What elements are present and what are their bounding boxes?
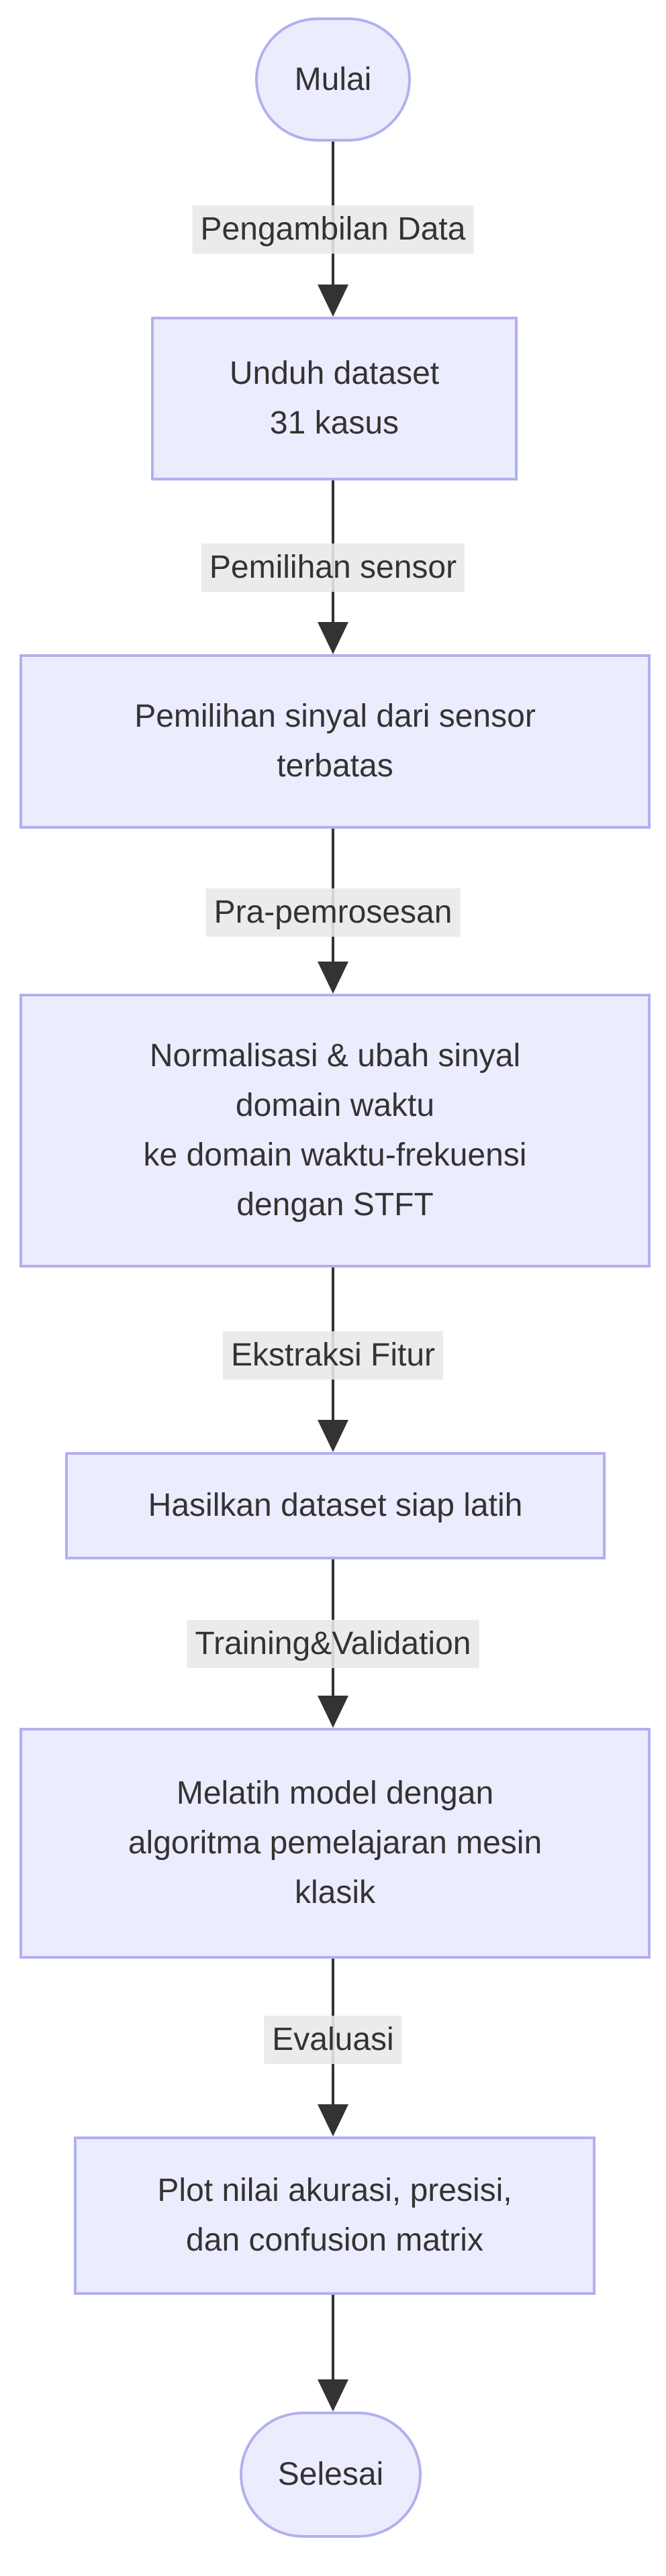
- arrowhead-icon: [318, 622, 348, 654]
- arrowhead-icon: [318, 285, 348, 317]
- edge-label-ekstraksi-fitur: Ekstraksi Fitur: [222, 1331, 444, 1380]
- edge-label-training-validation: Training&Validation: [187, 1620, 479, 1668]
- edge-label-evaluasi: Evaluasi: [264, 2016, 402, 2064]
- node-melatih-model: Melatih model dengan algoritma pemelajar…: [19, 1728, 651, 1959]
- edge-line-plot-end: [332, 2295, 334, 2381]
- node-normalisasi-stft: Normalisasi & ubah sinyal domain waktu k…: [19, 994, 651, 1268]
- edge-label-pemilihan-sensor: Pemilihan sensor: [201, 544, 465, 592]
- node-start-mulai: Mulai: [255, 17, 411, 142]
- edge-label-pengambilan-data: Pengambilan Data: [192, 205, 474, 254]
- node-plot-hasil: Plot nilai akurasi, presisi, dan confusi…: [74, 2136, 596, 2295]
- arrowhead-icon: [318, 1696, 348, 1728]
- arrowhead-icon: [318, 2379, 348, 2412]
- edge-label-pra-pemrosesan: Pra-pemrosesan: [205, 888, 461, 937]
- node-pemilihan-sinyal: Pemilihan sinyal dari sensor terbatas: [19, 654, 651, 829]
- node-unduh-dataset: Unduh dataset 31 kasus: [151, 317, 518, 480]
- node-end-selesai: Selesai: [240, 2412, 422, 2538]
- node-dataset-siap-latih: Hasilkan dataset siap latih: [65, 1452, 606, 1559]
- arrowhead-icon: [318, 962, 348, 994]
- arrowhead-icon: [318, 2104, 348, 2136]
- arrowhead-icon: [318, 1420, 348, 1452]
